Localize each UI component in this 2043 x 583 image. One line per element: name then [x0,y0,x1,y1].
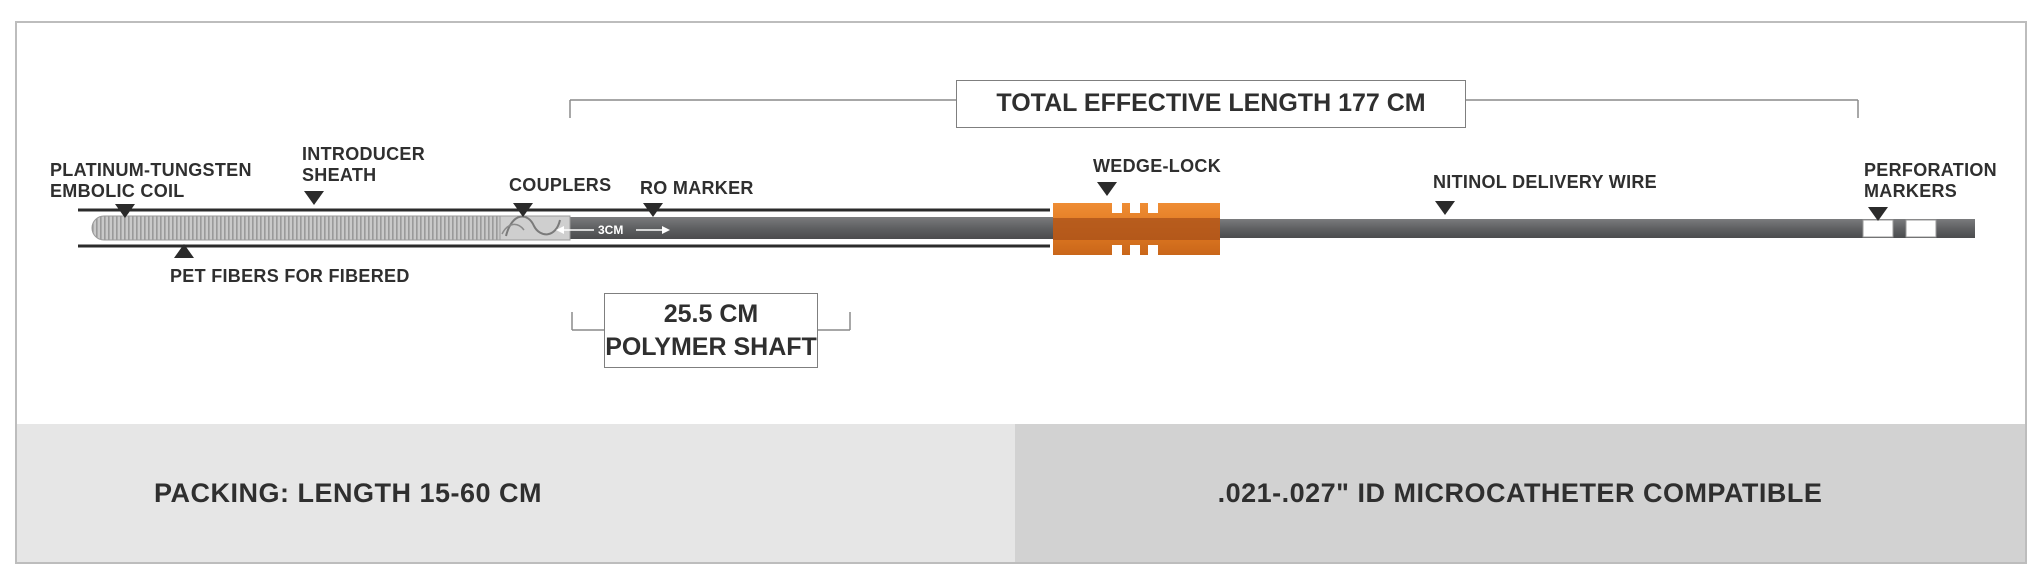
delivery-wire-label: NITINOL DELIVERY WIRE [1433,172,1657,192]
perforation-label-line1: PERFORATION [1864,160,1997,180]
sheath-label-line2: SHEATH [302,165,377,185]
footer-compatibility: .021-.027" ID MICROCATHETER COMPATIBLE [1015,424,2025,562]
pet-fibers-label: PET FIBERS FOR FIBERED [170,266,410,286]
delivery-wire-pointer-icon [1435,201,1455,215]
total-length-text: TOTAL EFFECTIVE LENGTH 177 CM [996,89,1426,117]
perforation-label: PERFORATION MARKERS [1864,160,1997,202]
dimension-3cm [556,226,670,234]
coil-pointer-icon [115,204,135,218]
polymer-shaft-label: 25.5 CM POLYMER SHAFT [604,293,818,368]
ro-marker-label: RO MARKER [640,178,754,198]
compatibility-text: .021-.027" ID MICROCATHETER COMPATIBLE [1217,477,1823,508]
couplers [501,215,561,237]
sheath-pointer-icon [304,191,324,205]
polymer-shaft [565,217,1055,239]
perforation-pointer-icon [1868,207,1888,221]
sheath-label: INTRODUCER SHEATH [302,144,425,186]
wedge-lock-label: WEDGE-LOCK [1093,156,1221,176]
wedge-lock [1053,203,1220,255]
wedge-lock-pointer-icon [1097,182,1117,196]
perforation-markers [1862,219,1937,238]
total-length-label: TOTAL EFFECTIVE LENGTH 177 CM [956,80,1466,128]
couplers-label: COUPLERS [509,175,612,195]
polymer-shaft-text: POLYMER SHAFT [605,333,817,361]
ro-marker-pointer-icon [643,203,663,217]
nitinol-delivery-wire [1218,219,1975,238]
couplers-pointer-icon [513,203,533,217]
pet-fibers-pointer-icon [174,244,194,258]
sheath-label-line1: INTRODUCER [302,144,425,164]
packing-text: PACKING: LENGTH 15-60 CM [154,477,543,508]
polymer-shaft-bracket [571,312,851,331]
embolic-coil [91,215,571,241]
coil-label-line2: EMBOLIC COIL [50,181,185,201]
dimension-3cm-label: 3CM [598,223,624,237]
coil-label: PLATINUM-TUNGSTEN EMBOLIC COIL [50,160,252,202]
polymer-shaft-length: 25.5 CM [663,300,759,328]
introducer-sheath [78,208,1050,248]
footer-packing: PACKING: LENGTH 15-60 CM [17,424,1015,562]
perforation-label-line2: MARKERS [1864,181,1958,201]
coil-label-line1: PLATINUM-TUNGSTEN [50,160,252,180]
